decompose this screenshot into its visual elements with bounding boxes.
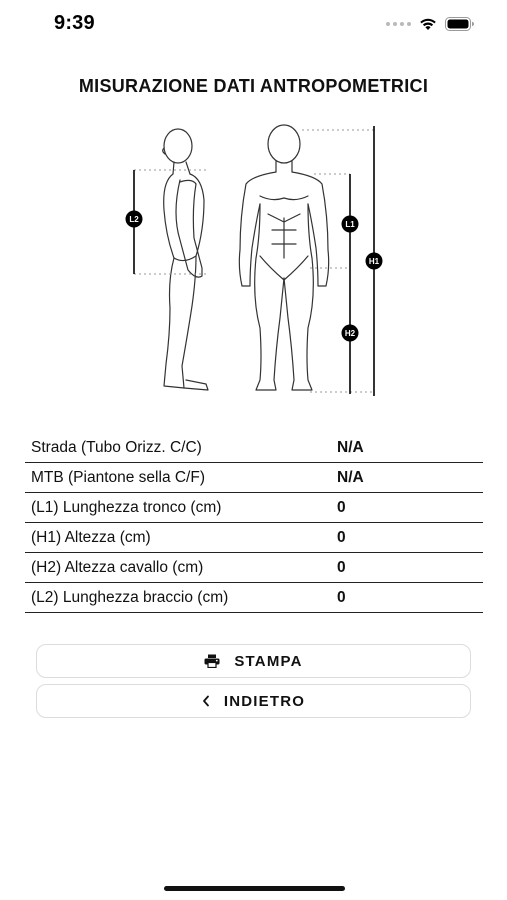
measurement-value: 0 [337,558,346,576]
measurement-label: MTB (Piantone sella C/F) [31,468,205,486]
table-row: (L2) Lunghezza braccio (cm) 0 [25,583,483,613]
print-button-label: STAMPA [234,652,303,670]
cellular-signal-icon [386,22,411,26]
page-title: MISURAZIONE DATI ANTROPOMETRICI [78,76,429,96]
l1-marker: L1 [341,215,359,233]
measurement-label: (L2) Lunghezza braccio (cm) [31,588,229,606]
svg-text:L1: L1 [345,220,355,229]
side-view-body-icon [162,128,209,391]
svg-text:H1: H1 [369,257,380,266]
front-view-body-icon [238,124,330,391]
table-row: (H2) Altezza cavallo (cm) 0 [25,553,483,583]
table-row: (H1) Altezza (cm) 0 [25,523,483,553]
back-button[interactable]: INDIETRO [36,684,471,718]
measurements-table: Strada (Tubo Orizz. C/C) N/A MTB (Pianto… [25,433,483,613]
measurement-value: 0 [337,588,346,606]
body-measurement-figure: L2 L1 H1 H2 [110,118,400,408]
wifi-icon [419,17,437,31]
svg-text:H2: H2 [345,329,356,338]
table-row: (L1) Lunghezza tronco (cm) 0 [25,493,483,523]
chevron-left-icon [202,695,210,707]
table-row: Strada (Tubo Orizz. C/C) N/A [25,433,483,463]
measurement-value: N/A [337,438,364,456]
measurement-label: (H2) Altezza cavallo (cm) [31,558,204,576]
battery-icon [445,17,475,31]
measurement-label: Strada (Tubo Orizz. C/C) [31,438,202,456]
print-button[interactable]: STAMPA [36,644,471,678]
svg-text:L2: L2 [129,215,139,224]
h2-marker: H2 [341,324,359,342]
table-row: MTB (Piantone sella C/F) N/A [25,463,483,493]
measurement-value: 0 [337,528,346,546]
h1-marker: H1 [365,252,383,270]
status-bar: 9:39 [0,0,507,48]
status-time: 9:39 [54,12,95,34]
status-icons [386,14,475,34]
measurement-label: (H1) Altezza (cm) [31,528,151,546]
home-indicator[interactable] [164,886,345,891]
printer-icon [204,654,220,668]
l2-marker: L2 [125,210,143,228]
back-button-label: INDIETRO [223,692,306,710]
measurement-value: N/A [337,468,364,486]
measurement-value: 0 [337,498,346,516]
measurement-label: (L1) Lunghezza tronco (cm) [31,498,222,516]
